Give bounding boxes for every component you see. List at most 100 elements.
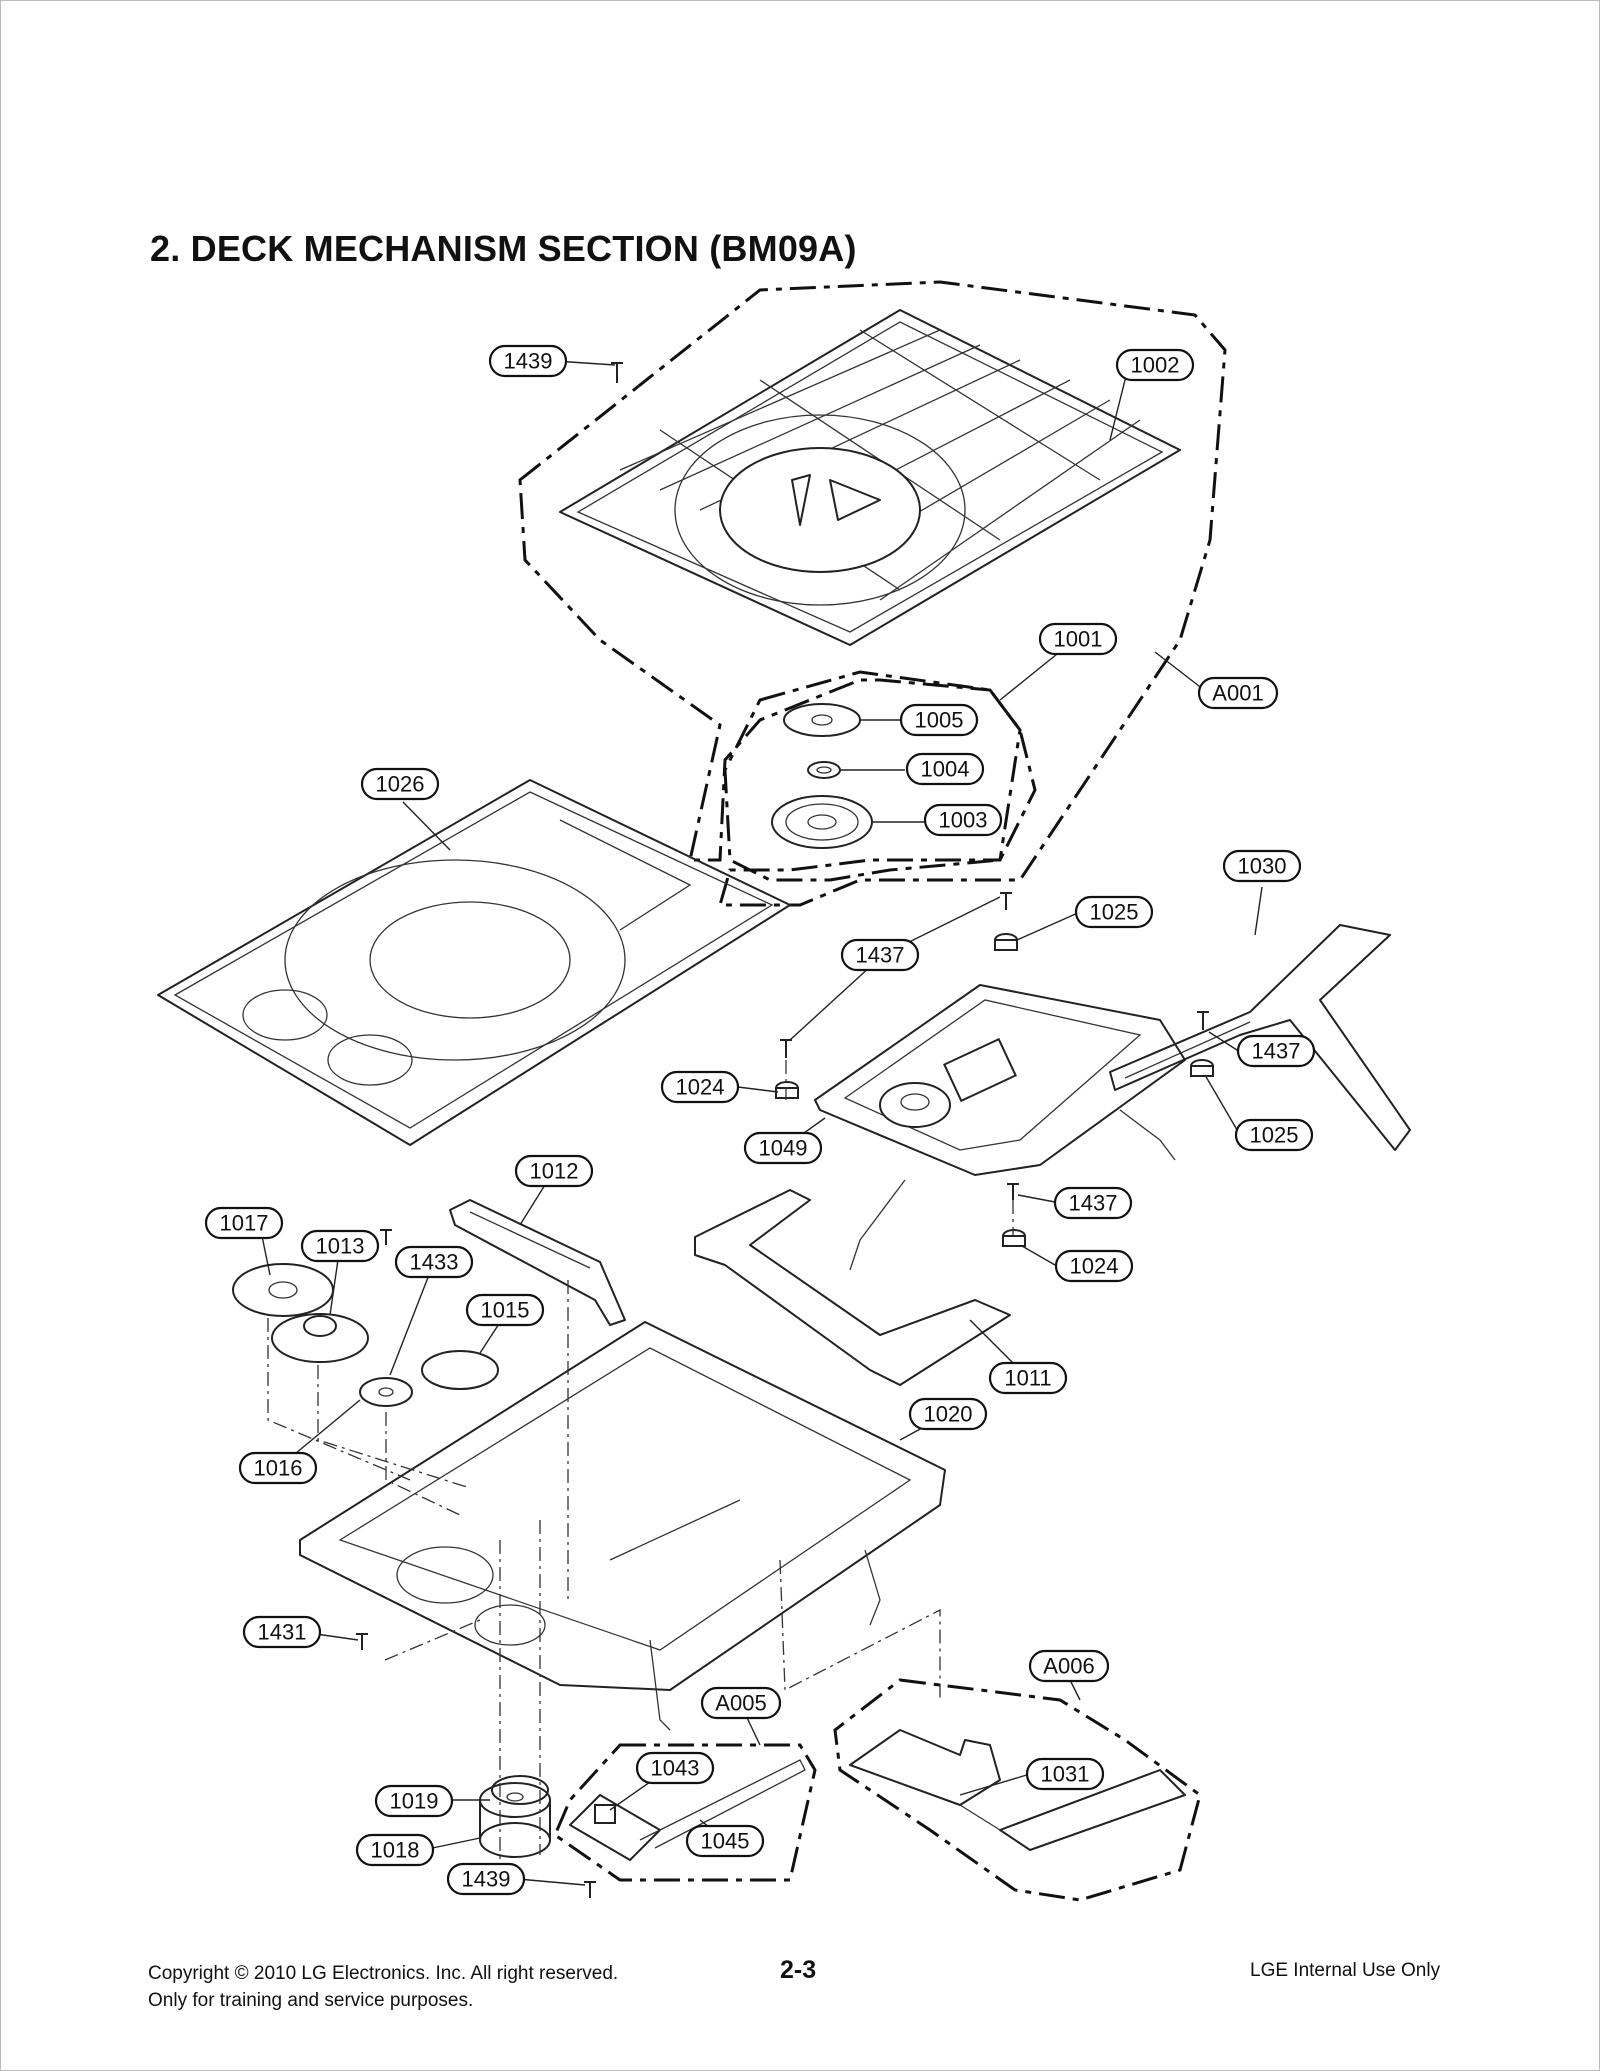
callout-a006: A006	[1028, 1649, 1110, 1683]
svg-text:1016: 1016	[254, 1456, 303, 1481]
switch-pcb-1043	[569, 1759, 806, 1861]
svg-text:1018: 1018	[371, 1838, 420, 1863]
callout-1026: 1026	[360, 767, 440, 801]
dampers	[775, 933, 1214, 1247]
svg-text:1011: 1011	[1004, 1366, 1051, 1391]
svg-text:1002: 1002	[1131, 353, 1180, 378]
callout-1020: 1020	[908, 1397, 988, 1431]
svg-text:1005: 1005	[915, 708, 964, 733]
svg-text:1439: 1439	[504, 349, 553, 374]
callout-a001: A001	[1197, 676, 1279, 710]
svg-text:1043: 1043	[651, 1756, 700, 1781]
pulley-1016	[359, 1377, 413, 1407]
gear-1017	[232, 1263, 334, 1317]
svg-text:1013: 1013	[316, 1234, 365, 1259]
copyright-line-1: Copyright © 2010 LG Electronics. Inc. Al…	[148, 1963, 619, 1984]
flex-pcb-1031	[849, 1729, 1186, 1851]
svg-text:1433: 1433	[410, 1250, 459, 1275]
belt-1015	[421, 1350, 499, 1390]
tray-cover-1002	[559, 309, 1181, 646]
svg-text:1004: 1004	[921, 757, 970, 782]
page-title: 2. DECK MECHANISM SECTION (BM09A)	[150, 228, 857, 269]
svg-text:1012: 1012	[530, 1159, 579, 1184]
svg-text:1025: 1025	[1250, 1123, 1299, 1148]
assembly-lines	[267, 1060, 1014, 1880]
callout-1025-top: 1025	[1074, 895, 1154, 929]
callout-1431: 1431	[242, 1615, 322, 1649]
callout-1437-right: 1437	[1236, 1034, 1316, 1068]
callout-1018: 1018	[355, 1833, 435, 1867]
motor-1018	[479, 1775, 551, 1858]
callout-1024-left: 1024	[660, 1070, 740, 1104]
callout-1019: 1019	[374, 1784, 454, 1818]
callout-1015: 1015	[465, 1293, 545, 1327]
footer-copyright: Copyright © 2010 LG Electronics. Inc. Al…	[148, 1960, 618, 2014]
callout-1001: 1001	[1038, 622, 1118, 656]
group-outline-1001	[723, 670, 1037, 882]
disc-tray-1026	[157, 779, 791, 1146]
callout-1024-bottom: 1024	[1054, 1249, 1134, 1283]
group-outline-a006	[833, 1678, 1202, 1902]
pickup-base-1049	[814, 984, 1186, 1271]
svg-text:1437: 1437	[856, 943, 905, 968]
svg-text:1001: 1001	[1054, 627, 1103, 652]
svg-text:1025: 1025	[1090, 900, 1139, 925]
callout-1045: 1045	[685, 1824, 765, 1858]
callout-1049: 1049	[743, 1131, 823, 1165]
svg-text:1026: 1026	[376, 772, 425, 797]
gear-1013	[271, 1313, 369, 1363]
svg-text:1020: 1020	[924, 1402, 973, 1427]
svg-text:1015: 1015	[481, 1298, 530, 1323]
svg-text:1439: 1439	[462, 1867, 511, 1892]
callout-1439-bottom: 1439	[446, 1862, 526, 1896]
spacer-1004	[807, 761, 841, 779]
magnet-1003	[771, 795, 873, 849]
callout-1437-left: 1437	[840, 938, 920, 972]
callout-1025-right: 1025	[1234, 1118, 1314, 1152]
screws	[356, 362, 1209, 1898]
internal-use-notice: LGE Internal Use Only	[1250, 1960, 1441, 1981]
svg-text:1024: 1024	[1070, 1254, 1119, 1279]
callout-1017: 1017	[204, 1206, 284, 1240]
leader-lines	[261, 360, 1263, 1886]
svg-text:1003: 1003	[939, 808, 988, 833]
svg-text:1431: 1431	[258, 1620, 307, 1645]
callout-1043: 1043	[635, 1751, 715, 1785]
callout-1005: 1005	[899, 703, 979, 737]
flex-cable-1030	[1109, 924, 1411, 1151]
group-outline-a005	[553, 1743, 817, 1882]
callout-1439-top: 1439	[488, 344, 568, 378]
callout-1030: 1030	[1222, 849, 1302, 883]
callout-1437-bottom: 1437	[1053, 1186, 1133, 1220]
callout-1011: 1011	[988, 1361, 1068, 1395]
main-chassis-1020	[299, 1321, 946, 1731]
svg-text:1045: 1045	[701, 1829, 750, 1854]
callout-1002: 1002	[1115, 348, 1195, 382]
callout-1004: 1004	[905, 752, 985, 786]
callout-1013: 1013	[300, 1229, 380, 1263]
svg-text:1019: 1019	[390, 1789, 439, 1814]
svg-text:A006: A006	[1043, 1654, 1094, 1679]
svg-text:1017: 1017	[220, 1211, 269, 1236]
svg-text:1437: 1437	[1069, 1191, 1118, 1216]
callout-1031: 1031	[1025, 1757, 1105, 1791]
svg-text:1031: 1031	[1041, 1762, 1090, 1787]
svg-text:1049: 1049	[759, 1136, 808, 1161]
svg-text:1437: 1437	[1252, 1039, 1301, 1064]
group-outline-a001	[518, 280, 1227, 907]
callout-a005: A005	[700, 1686, 782, 1720]
svg-text:A001: A001	[1212, 681, 1263, 706]
callout-1433: 1433	[394, 1245, 474, 1279]
callout-1016: 1016	[238, 1451, 318, 1485]
svg-text:1030: 1030	[1238, 854, 1287, 879]
page-number: 2-3	[780, 1956, 817, 1984]
svg-text:1024: 1024	[676, 1075, 725, 1100]
clamper-1005	[783, 703, 861, 737]
slider-1012	[449, 1199, 626, 1326]
callout-1012: 1012	[514, 1154, 594, 1188]
svg-text:A005: A005	[715, 1691, 766, 1716]
copyright-line-2: Only for training and service purposes.	[148, 1990, 474, 2011]
callout-1003: 1003	[923, 803, 1003, 837]
guide-1011	[694, 1189, 1011, 1386]
